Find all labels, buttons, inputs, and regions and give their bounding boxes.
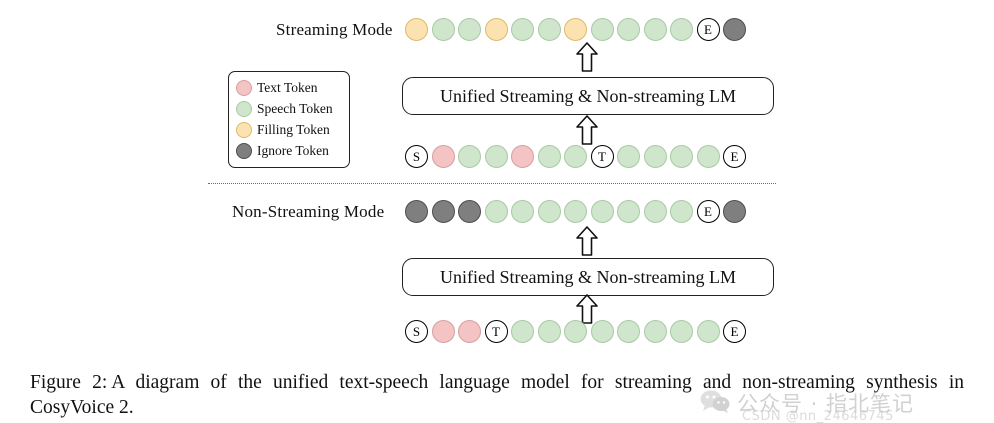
token-ignore bbox=[431, 200, 455, 223]
token-speech bbox=[590, 200, 614, 223]
token-speech bbox=[537, 145, 561, 168]
token-marker-s: S bbox=[405, 320, 428, 343]
token-speech bbox=[484, 200, 508, 223]
token-marker-t: T bbox=[484, 320, 508, 343]
token-speech bbox=[643, 320, 667, 343]
text-token-swatch-icon bbox=[236, 79, 252, 96]
legend-item: Filling Token bbox=[236, 119, 342, 140]
token-speech bbox=[696, 320, 720, 343]
token-speech bbox=[670, 320, 693, 343]
token-filling bbox=[484, 18, 508, 41]
figure-caption-label: Figure 2: bbox=[30, 372, 108, 393]
token-ignore bbox=[405, 200, 428, 223]
token-text bbox=[458, 320, 481, 343]
token-text bbox=[511, 145, 534, 168]
token-speech bbox=[696, 145, 720, 168]
token-ignore bbox=[723, 18, 746, 41]
token-filling bbox=[405, 18, 428, 41]
token-marker-e: E bbox=[723, 320, 746, 343]
token-speech bbox=[537, 18, 561, 41]
token-text bbox=[431, 320, 455, 343]
arrow-up-icon bbox=[576, 226, 598, 256]
token-speech bbox=[458, 18, 481, 41]
token-speech bbox=[537, 320, 561, 343]
speech-token-swatch-icon bbox=[236, 100, 252, 117]
token-speech bbox=[643, 145, 667, 168]
token-speech bbox=[537, 200, 561, 223]
token-speech bbox=[670, 18, 693, 41]
token-speech bbox=[643, 18, 667, 41]
token-ignore bbox=[723, 200, 746, 223]
ignore-token-swatch-icon bbox=[236, 142, 252, 159]
arrow-up-icon bbox=[576, 42, 598, 72]
non-streaming-lm-box: Unified Streaming & Non-streaming LM bbox=[402, 258, 774, 296]
legend-item-label: Text Token bbox=[257, 79, 318, 95]
streaming-mode-label: Streaming Mode bbox=[276, 20, 393, 39]
non-streaming-mode-label: Non-Streaming Mode bbox=[232, 202, 385, 221]
legend-item: Text Token bbox=[236, 77, 342, 98]
arrow-up-icon bbox=[576, 115, 598, 145]
non-streaming-output-token-row: E bbox=[405, 200, 746, 223]
figure-caption-text: A diagram of the unified text-speech lan… bbox=[30, 372, 964, 418]
token-ignore bbox=[458, 200, 481, 223]
token-marker-s: S bbox=[405, 145, 428, 168]
token-marker-e: E bbox=[696, 200, 720, 223]
token-speech bbox=[564, 145, 587, 168]
token-speech bbox=[617, 145, 640, 168]
token-speech bbox=[511, 320, 534, 343]
token-speech bbox=[564, 320, 587, 343]
streaming-output-token-row: E bbox=[405, 18, 746, 41]
token-marker-t: T bbox=[590, 145, 614, 168]
token-speech bbox=[670, 145, 693, 168]
token-speech bbox=[617, 18, 640, 41]
token-speech bbox=[431, 18, 455, 41]
token-filling bbox=[564, 18, 587, 41]
legend-item-label: Speech Token bbox=[257, 100, 333, 116]
token-speech bbox=[511, 200, 534, 223]
legend-item-label: Filling Token bbox=[257, 121, 330, 137]
token-speech bbox=[617, 320, 640, 343]
figure-caption: Figure 2:A diagram of the unified text-s… bbox=[30, 370, 964, 420]
token-speech bbox=[670, 200, 693, 223]
filling-token-swatch-icon bbox=[236, 121, 252, 138]
legend-item: Speech Token bbox=[236, 98, 342, 119]
token-speech bbox=[590, 18, 614, 41]
token-speech bbox=[643, 200, 667, 223]
token-marker-e: E bbox=[723, 145, 746, 168]
token-text bbox=[431, 145, 455, 168]
token-speech bbox=[511, 18, 534, 41]
legend-box: Text Token Speech Token Filling Token Ig… bbox=[228, 71, 350, 168]
legend-item-label: Ignore Token bbox=[257, 142, 329, 158]
token-speech bbox=[590, 320, 614, 343]
token-speech bbox=[617, 200, 640, 223]
streaming-lm-box: Unified Streaming & Non-streaming LM bbox=[402, 77, 774, 115]
token-speech bbox=[458, 145, 481, 168]
token-speech bbox=[564, 200, 587, 223]
legend-item: Ignore Token bbox=[236, 140, 342, 161]
token-speech bbox=[484, 145, 508, 168]
arrow-up-icon bbox=[576, 294, 598, 324]
token-marker-e: E bbox=[696, 18, 720, 41]
mode-divider bbox=[208, 183, 776, 184]
